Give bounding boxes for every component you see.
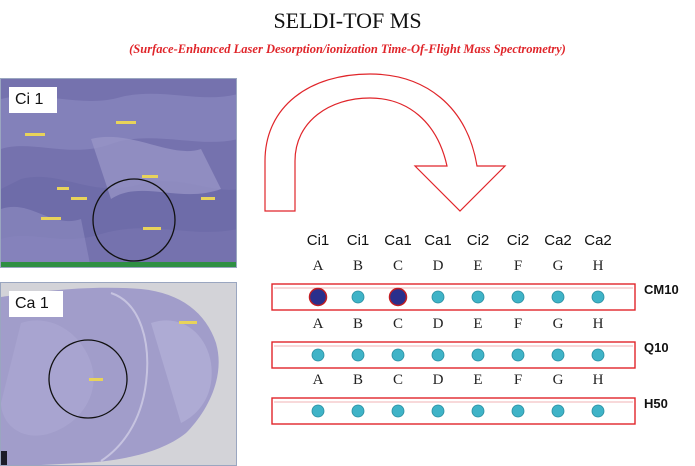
sample-label: Ca2 — [544, 232, 572, 249]
sample-label: Ci1 — [346, 232, 370, 249]
spot-letter: C — [392, 316, 403, 332]
spot-letter: A — [312, 258, 324, 274]
spot — [551, 348, 565, 362]
spot-letter: E — [473, 258, 483, 274]
spot — [511, 290, 525, 304]
spot-letter: G — [552, 258, 564, 274]
sample-label: Ci2 — [466, 232, 490, 249]
panel-label-ci1: Ci 1 — [9, 87, 58, 113]
tissue-image-ci1: Ci 1 — [0, 78, 237, 268]
spot-letter: D — [432, 316, 444, 332]
spot-highlighted — [388, 287, 408, 307]
curved-arrow — [264, 73, 507, 212]
spot — [391, 348, 405, 362]
spot-letter: F — [513, 372, 523, 388]
spot — [591, 404, 605, 418]
spot-letter: G — [552, 372, 564, 388]
spot — [351, 348, 365, 362]
spot — [551, 290, 565, 304]
sample-label: Ca1 — [384, 232, 412, 249]
spot-letter: G — [552, 316, 564, 332]
spot — [591, 348, 605, 362]
sample-label: Ca2 — [584, 232, 612, 249]
spot — [311, 348, 325, 362]
spot-letter: A — [312, 316, 324, 332]
page-subtitle: (Surface-Enhanced Laser Desorption/ioniz… — [129, 42, 566, 56]
chip-name: Q10 — [644, 340, 669, 355]
spot-letter: D — [432, 258, 444, 274]
spot — [471, 348, 485, 362]
tissue-image-ca1: Ca 1 — [0, 282, 237, 466]
spot-letter: H — [592, 372, 604, 388]
chip-name: H50 — [644, 396, 668, 411]
spot — [591, 290, 605, 304]
region-circle — [92, 178, 176, 262]
spot-letter: B — [352, 258, 363, 274]
spot-letter: E — [473, 316, 483, 332]
spot — [511, 348, 525, 362]
sample-label: Ca1 — [424, 232, 452, 249]
spot-letter: H — [592, 258, 604, 274]
spot-letter: B — [352, 316, 363, 332]
spot — [311, 404, 325, 418]
spot-highlighted — [308, 287, 328, 307]
spot — [551, 404, 565, 418]
page-title: SELDI-TOF MS — [273, 8, 422, 33]
spot — [511, 404, 525, 418]
spot-letter: H — [592, 316, 604, 332]
panel-label-ca1: Ca 1 — [9, 291, 63, 317]
spot — [351, 290, 365, 304]
spot — [471, 290, 485, 304]
spot-letter: D — [432, 372, 444, 388]
chip-name: CM10 — [644, 282, 679, 297]
tissue-ci1-drawing — [1, 79, 236, 267]
spot-letter: F — [513, 316, 523, 332]
spot-letter: E — [473, 372, 483, 388]
region-circle — [48, 339, 128, 419]
spot — [431, 348, 445, 362]
spot-letter: C — [392, 258, 403, 274]
sample-label: Ci2 — [506, 232, 530, 249]
sample-label: Ci1 — [306, 232, 330, 249]
spot-letter: C — [392, 372, 403, 388]
spot — [431, 404, 445, 418]
spot-letter: F — [513, 258, 523, 274]
spot — [391, 404, 405, 418]
spot-letter: A — [312, 372, 324, 388]
spot-letter: B — [352, 372, 363, 388]
spot — [471, 404, 485, 418]
spot — [351, 404, 365, 418]
spot — [431, 290, 445, 304]
